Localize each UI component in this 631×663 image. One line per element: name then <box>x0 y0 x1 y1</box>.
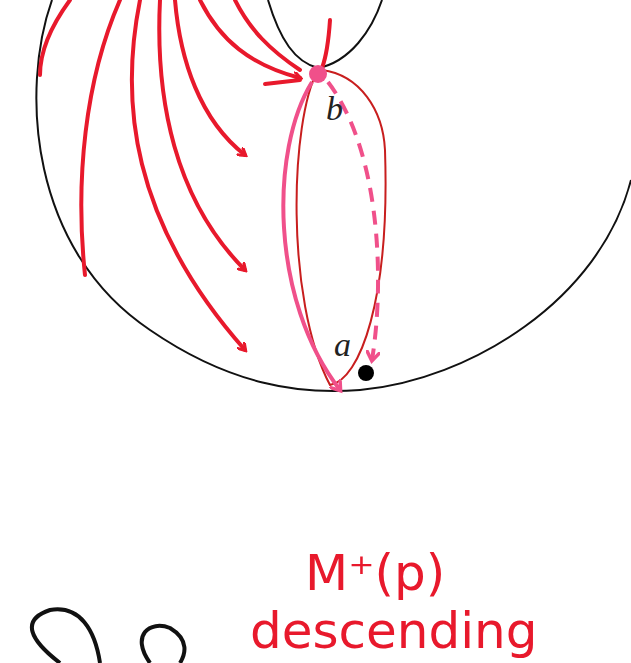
handwritten-note: M⁺(p) <box>305 548 445 598</box>
point-b <box>309 65 327 83</box>
point-label: b <box>326 92 343 126</box>
handwriting-fragment <box>32 609 100 663</box>
point-a <box>358 365 374 381</box>
handwritten-note: descending <box>250 606 538 656</box>
point-label: a <box>334 328 351 362</box>
flow-arrow <box>283 82 340 390</box>
outer-outline <box>36 0 631 391</box>
handwriting-fragment <box>142 626 185 663</box>
